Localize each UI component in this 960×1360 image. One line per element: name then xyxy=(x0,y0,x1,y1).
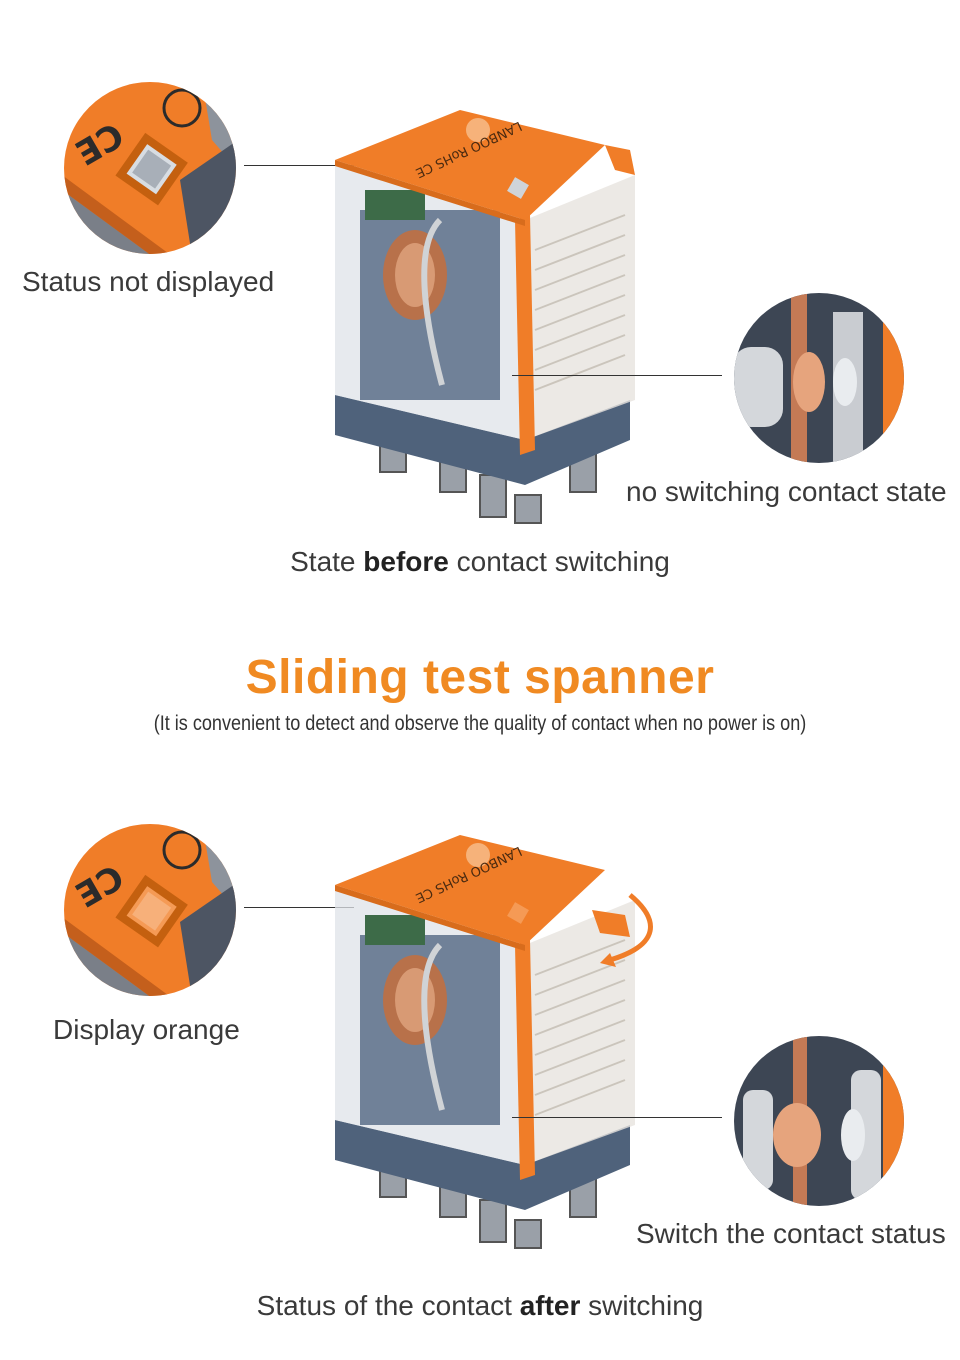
bottom-state-line: Status of the contact after switching xyxy=(0,1290,960,1322)
top-left-caption: Status not displayed xyxy=(22,266,275,297)
bottom-indicator-zoom: CE xyxy=(62,822,238,998)
bottom-right-connector xyxy=(512,1117,722,1118)
top-state-prefix: State xyxy=(290,546,364,577)
bottom-relay-image: LANBOO RoHS CE xyxy=(330,825,660,1265)
bottom-left-caption: Display orange xyxy=(53,1014,240,1045)
top-left-connector xyxy=(244,165,354,166)
bottom-contact-zoom xyxy=(733,1035,905,1207)
section-title: Sliding test spanner xyxy=(245,651,715,704)
top-state-line: State before contact switching xyxy=(0,546,960,578)
bottom-state-prefix: Status of the contact xyxy=(256,1290,520,1321)
bottom-state-suffix: switching xyxy=(580,1290,704,1321)
top-right-caption: no switching contact state xyxy=(626,476,947,507)
bottom-right-caption: Switch the contact status xyxy=(636,1218,946,1249)
top-contact-zoom xyxy=(733,292,905,464)
top-indicator-zoom: CE xyxy=(62,80,238,256)
bottom-state-bold: after xyxy=(519,1290,581,1321)
section-subtitle: (It is convenient to detect and observe … xyxy=(153,712,807,735)
bottom-left-connector xyxy=(244,907,354,908)
top-state-bold: before xyxy=(363,546,449,577)
top-state-suffix: contact switching xyxy=(448,546,670,577)
top-relay-image: LANBOO RoHS CE xyxy=(330,100,650,525)
top-right-connector xyxy=(512,375,722,376)
